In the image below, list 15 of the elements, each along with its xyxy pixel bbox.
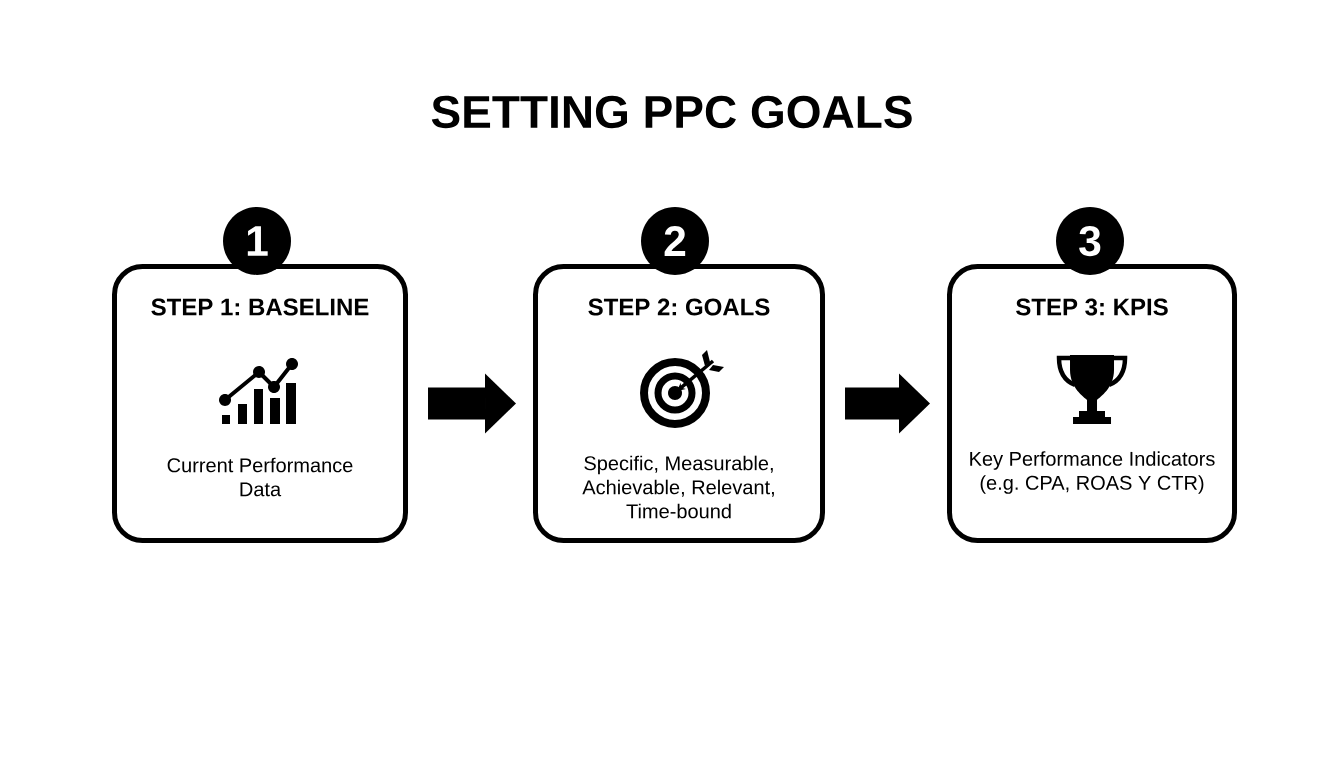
number-badge: 1 — [223, 207, 291, 275]
number-badge: 3 — [1056, 207, 1124, 275]
step-description: Specific, Measurable, Achievable, Relevant, Time-bound — [582, 455, 774, 519]
step-box — [112, 264, 408, 543]
title: SETTING PPC GOALS — [431, 95, 912, 129]
step-heading: STEP 1: BASELINE — [151, 298, 369, 316]
step-box — [947, 264, 1237, 543]
arrow — [845, 373, 930, 434]
step-description: Current Performance Data — [167, 457, 353, 497]
step-heading: STEP 3: KPIS — [1016, 298, 1168, 316]
step-heading: STEP 2: GOALS — [588, 298, 770, 316]
step-description: Key Performance Indicators (e.g. CPA, ROAS Y CTR) — [970, 451, 1215, 494]
arrow — [428, 373, 516, 434]
step-box — [533, 264, 825, 543]
number-badge: 2 — [641, 207, 709, 275]
